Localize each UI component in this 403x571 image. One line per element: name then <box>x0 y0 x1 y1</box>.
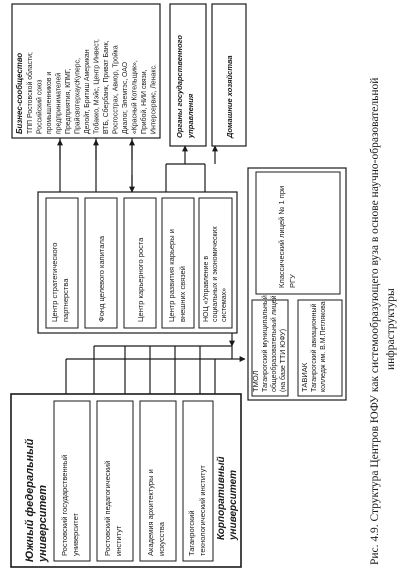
svg-text:Органы государственного: Органы государственного <box>175 35 184 138</box>
connectors-university-centers <box>65 345 233 394</box>
svg-text:общеобразовательный лицей: общеобразовательный лицей <box>270 295 278 392</box>
svg-text:Центр карьерного роста: Центр карьерного роста <box>136 237 145 322</box>
center-box-noc <box>198 197 233 329</box>
arrows-to-stakeholders <box>57 139 218 193</box>
lyceum-label: Классический лицей № 1 при РГУ <box>277 186 297 288</box>
business-community-text: Бизнес-сообщество ТПП Ростовской области… <box>15 39 158 134</box>
svg-text:Фонд целевого капитала: Фонд целевого капитала <box>97 235 106 322</box>
svg-text:партнерства: партнерства <box>61 278 70 322</box>
svg-text:технологический институт: технологический институт <box>198 465 207 556</box>
svg-text:Российский союз: Российский союз <box>36 80 44 134</box>
svg-text:Интерсервис, Ленакс.: Интерсервис, Ленакс. <box>151 64 158 134</box>
university-block <box>10 393 242 568</box>
svg-text:промышленников и: промышленников и <box>46 72 53 134</box>
member-box-academy <box>139 400 177 562</box>
svg-text:университет: университет <box>228 470 239 541</box>
households-box <box>211 3 247 147</box>
centers-block <box>37 191 238 334</box>
svg-text:Делойт, Бритиш Американ: Делойт, Бритиш Американ <box>83 49 91 134</box>
member-box-rpi <box>96 400 134 562</box>
svg-text:Корпоративный: Корпоративный <box>216 456 227 540</box>
svg-text:Классический лицей № 1 при: Классический лицей № 1 при <box>277 186 286 288</box>
svg-text:РГУ: РГУ <box>288 274 297 288</box>
business-community-box <box>11 3 161 139</box>
taviak-box <box>297 299 343 397</box>
svg-text:Тобакко, Мэйс, Центр Инвест,: Тобакко, Мэйс, Центр Инвест, <box>93 39 101 134</box>
member-label-academy: Академия архитектуры и искусства <box>146 469 166 556</box>
svg-text:университет: университет <box>71 512 80 556</box>
svg-text:системах»: системах» <box>221 288 228 322</box>
member-label-rgu: Ростовский государственный университет <box>60 455 80 556</box>
government-box <box>169 3 207 147</box>
center-label-career-growth: Центр карьерного роста <box>136 237 145 322</box>
svg-text:Домашние хозяйства: Домашние хозяйства <box>225 55 234 139</box>
svg-text:Ростовский педагогический: Ростовский педагогический <box>103 461 112 556</box>
business-community-title: Бизнес-сообщество <box>15 53 24 134</box>
svg-text:искусства: искусства <box>157 521 166 556</box>
svg-text:«Красный Котельщик»,: «Красный Котельщик», <box>131 60 139 134</box>
figure-caption-cont: инфраструктуры <box>385 288 397 370</box>
svg-text:Таганрогский: Таганрогский <box>187 510 196 556</box>
center-box-strategic <box>45 197 79 329</box>
center-box-career-relations <box>161 197 195 329</box>
svg-text:Росгосстрах, Авиор, Тройка: Росгосстрах, Авиор, Тройка <box>112 45 120 134</box>
svg-text:Ростовский государственный: Ростовский государственный <box>60 455 69 556</box>
caption-line-2: инфраструктуры <box>385 288 397 370</box>
svg-text:Академия архитектуры и: Академия архитектуры и <box>146 469 155 556</box>
svg-text:институт: институт <box>114 525 123 556</box>
member-box-tti <box>182 400 214 562</box>
svg-text:Предприятия, КПМГ,: Предприятия, КПМГ, <box>65 68 72 134</box>
svg-text:колледж им. В.М.Петлякова: колледж им. В.М.Петлякова <box>320 301 327 392</box>
figure-caption: Рис. 4.9. Структура Центров ЮФУ как сист… <box>369 78 381 565</box>
svg-text:Центр развития карьеры и: Центр развития карьеры и <box>167 229 176 322</box>
member-label-tti: Таганрогский технологический институт <box>187 465 207 556</box>
center-label-endowment: Фонд целевого капитала <box>97 235 106 322</box>
svg-text:предпринимателей: предпринимателей <box>55 73 63 134</box>
member-label-rpi: Ростовский педагогический институт <box>103 461 123 556</box>
svg-text:ТМОЛ: ТМОЛ <box>251 370 260 392</box>
center-label-noc: НОЦ «Управление в социальных и экономиче… <box>203 226 228 322</box>
svg-text:внешних связей: внешних связей <box>178 266 187 322</box>
svg-text:Диалог, Элемтэс, ОАО: Диалог, Элемтэс, ОАО <box>122 61 129 134</box>
svg-text:социальных и экономических: социальных и экономических <box>212 226 219 322</box>
center-box-career-growth <box>123 197 157 329</box>
svg-text:Таганрогский авиационный: Таганрогский авиационный <box>310 303 318 392</box>
svg-text:управления: управления <box>186 93 195 139</box>
university-title: Южный федеральный университет <box>24 438 49 563</box>
schools-outer-box <box>247 167 347 401</box>
lyceum-box <box>255 171 341 295</box>
svg-text:НОЦ «Управление в: НОЦ «Управление в <box>203 256 210 322</box>
center-label-career-relations: Центр развития карьеры и внешних связей <box>167 229 187 322</box>
svg-text:ВТБ, Сбербанк, Приват Банк,: ВТБ, Сбербанк, Приват Банк, <box>102 40 110 134</box>
arrows-university-to-centers <box>229 333 246 362</box>
tmol-box <box>251 299 289 397</box>
center-box-endowment <box>84 197 118 329</box>
svg-text:(на базе ТТИ ЮФУ): (на базе ТТИ ЮФУ) <box>279 329 287 392</box>
svg-text:Таганрогский муниципальный: Таганрогский муниципальный <box>261 295 269 392</box>
government-label: Органы государственного управления <box>175 35 195 139</box>
university-title-line-1: Южный федеральный <box>24 438 36 562</box>
tmol-label: ТМОЛ Таганрогский муниципальный общеобра… <box>251 295 287 392</box>
svg-text:Прибой, НИИ связи,: Прибой, НИИ связи, <box>140 69 148 134</box>
svg-text:ТАВИАК: ТАВИАК <box>300 362 309 392</box>
corporate-university-label: Корпоративный университет <box>216 456 239 541</box>
svg-text:ТПП Ростовской области;: ТПП Ростовской области; <box>26 52 34 134</box>
svg-text:Центр стратегического: Центр стратегического <box>50 243 59 322</box>
center-label-strategic: Центр стратегического партнерства <box>50 243 70 322</box>
households-label: Домашние хозяйства <box>225 55 234 139</box>
university-title-line-2: университет <box>37 485 49 563</box>
caption-line-1: Рис. 4.9. Структура Центров ЮФУ как сист… <box>369 78 381 565</box>
taviak-label: ТАВИАК Таганрогский авиационный колледж … <box>300 301 327 392</box>
member-box-rgu <box>53 400 91 562</box>
svg-text:ПрайсвотерхаусКуперс,: ПрайсвотерхаусКуперс, <box>74 58 82 134</box>
